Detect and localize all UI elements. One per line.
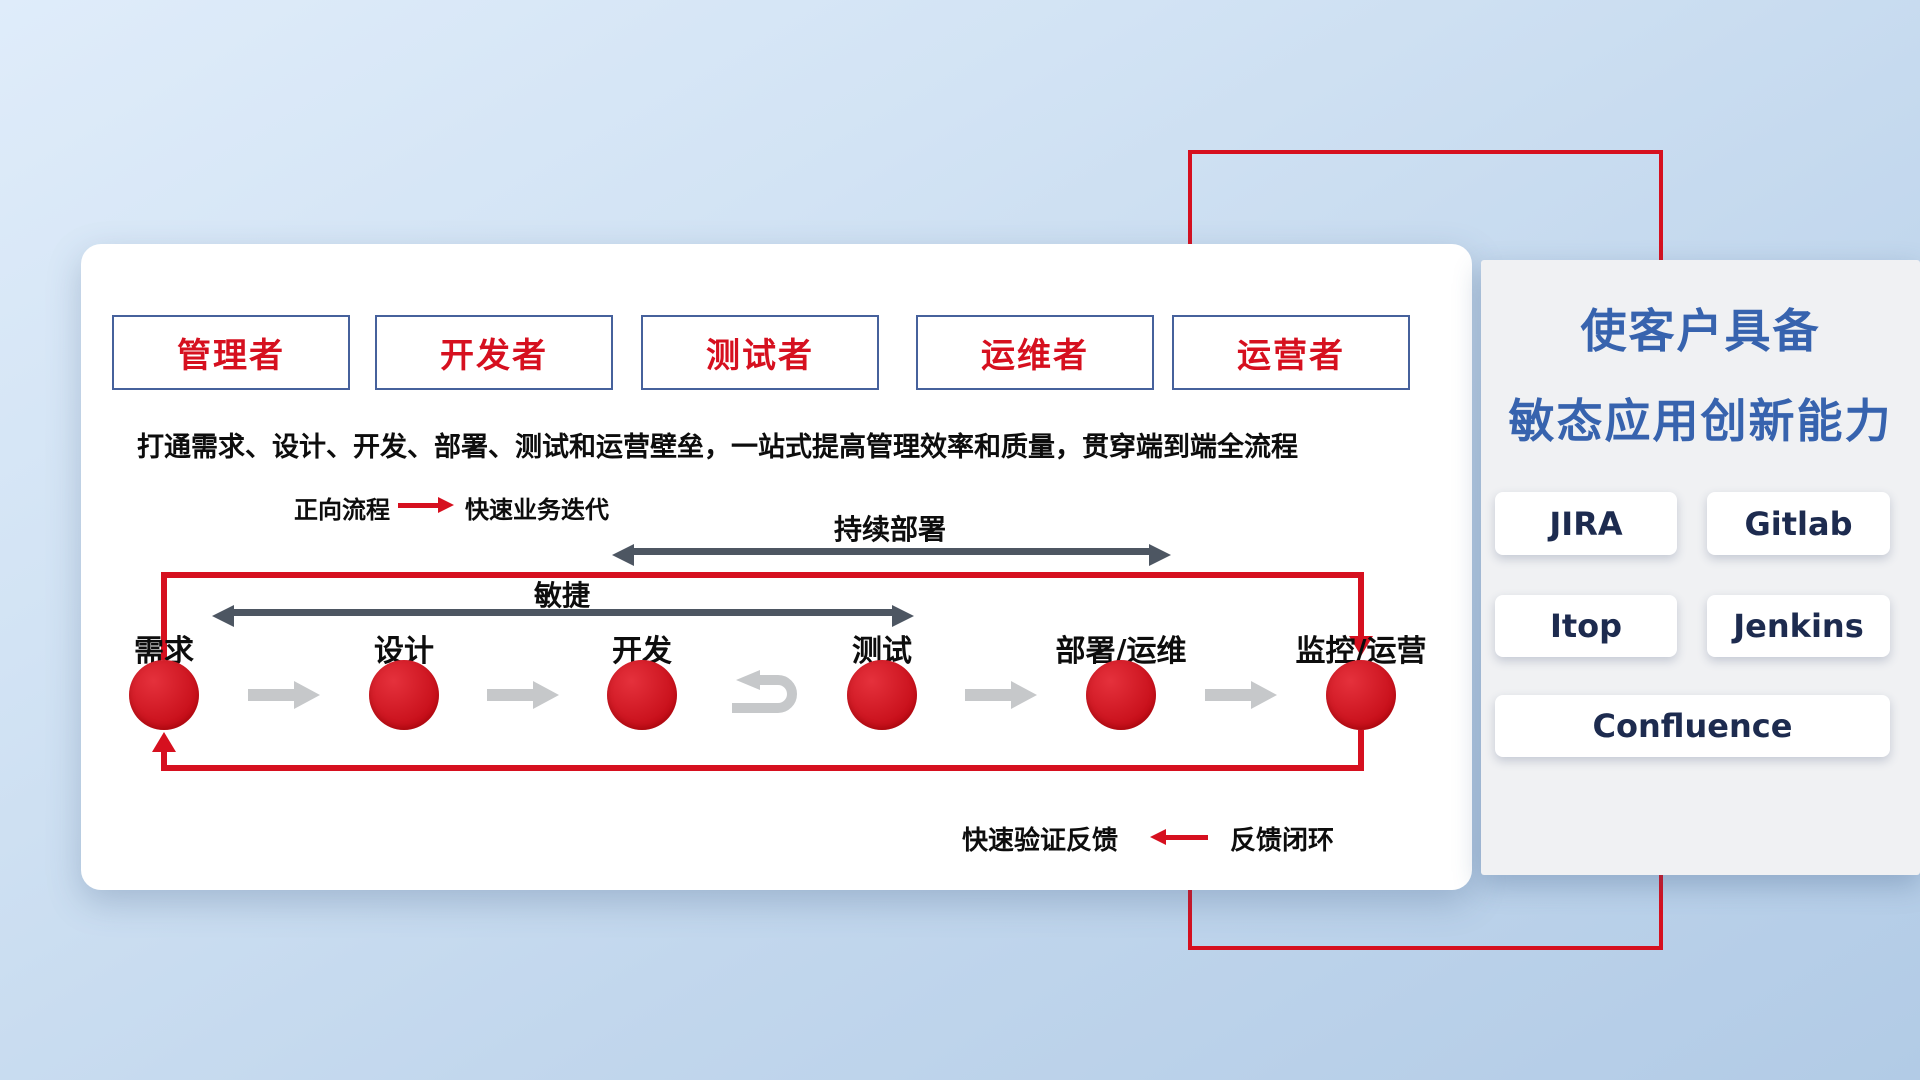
role-label: 运维者 xyxy=(981,336,1089,376)
forward-legend-desc: 快速业务迭代 xyxy=(465,496,609,524)
role-box-developer: 开发者 xyxy=(375,315,613,390)
feedback-loop-left-line xyxy=(161,752,167,765)
role-box-manager: 管理者 xyxy=(112,315,350,390)
flow-arrow-icon xyxy=(485,680,561,714)
card-subtitle: 打通需求、设计、开发、部署、测试和运营壁垒，一站式提高管理效率和质量，贯穿端到端… xyxy=(137,432,1298,463)
iteration-arrow-icon xyxy=(718,668,806,724)
stage-node-requirements xyxy=(129,660,199,730)
tool-badge-gitlab: Gitlab xyxy=(1707,492,1890,555)
agile-label: 敏捷 xyxy=(533,579,590,612)
forward-loop-right-line xyxy=(1358,572,1364,636)
feedback-loop-arrowhead-icon xyxy=(152,732,176,752)
stage-node-design xyxy=(369,660,439,730)
panel-title-line1: 使客户具备 xyxy=(1580,304,1821,358)
feedback-arrowhead-icon xyxy=(1150,829,1166,845)
forward-arrowhead-icon xyxy=(438,497,454,513)
flow-arrow-icon xyxy=(246,680,322,714)
cd-arrowhead-left-icon xyxy=(612,544,634,566)
stage-node-deploy-ops xyxy=(1086,660,1156,730)
agile-arrow-line xyxy=(232,609,892,616)
stage-node-test xyxy=(847,660,917,730)
stage-node-develop xyxy=(607,660,677,730)
tools-panel: 使客户具备 敏态应用创新能力 JIRA Gitlab Itop Jenkins … xyxy=(1481,260,1920,875)
role-label: 管理者 xyxy=(177,336,285,376)
panel-title-line2: 敏态应用创新能力 xyxy=(1508,394,1893,448)
feedback-loop-bottom-line xyxy=(161,765,1364,771)
flow-arrow-icon xyxy=(963,680,1039,714)
tool-badge-confluence: Confluence xyxy=(1495,695,1890,757)
devops-flow-card: 管理者 开发者 测试者 运维者 运营者 打通需求、设计、开发、部署、测试和运营壁… xyxy=(81,244,1472,890)
forward-arrow-icon xyxy=(398,503,438,508)
tool-badge-itop: Itop xyxy=(1495,595,1677,657)
forward-loop-top-line xyxy=(161,572,1364,578)
flow-arrow-icon xyxy=(1203,680,1279,714)
tool-badge-jenkins: Jenkins xyxy=(1707,595,1890,657)
cd-arrow-line xyxy=(632,548,1149,555)
stage-node-monitor-ops xyxy=(1326,660,1396,730)
feedback-legend-desc: 反馈闭环 xyxy=(1230,826,1335,856)
feedback-arrow-icon xyxy=(1166,835,1208,840)
role-box-operator: 运营者 xyxy=(1172,315,1410,390)
role-label: 运营者 xyxy=(1237,336,1345,376)
role-box-ops: 运维者 xyxy=(916,315,1154,390)
continuous-deployment-label: 持续部署 xyxy=(833,513,946,546)
agile-arrowhead-right-icon xyxy=(892,605,914,627)
forward-loop-arrowhead-icon xyxy=(1349,636,1373,656)
role-label: 测试者 xyxy=(706,336,814,376)
forward-loop-left-line xyxy=(161,572,167,660)
forward-legend-label: 正向流程 xyxy=(294,496,390,524)
feedback-legend-label: 快速验证反馈 xyxy=(962,826,1119,856)
feedback-loop-right-line xyxy=(1358,730,1364,765)
cd-arrowhead-right-icon xyxy=(1149,544,1171,566)
agile-arrowhead-left-icon xyxy=(212,605,234,627)
role-box-tester: 测试者 xyxy=(641,315,879,390)
tool-badge-jira: JIRA xyxy=(1495,492,1677,555)
role-label: 开发者 xyxy=(440,336,548,376)
